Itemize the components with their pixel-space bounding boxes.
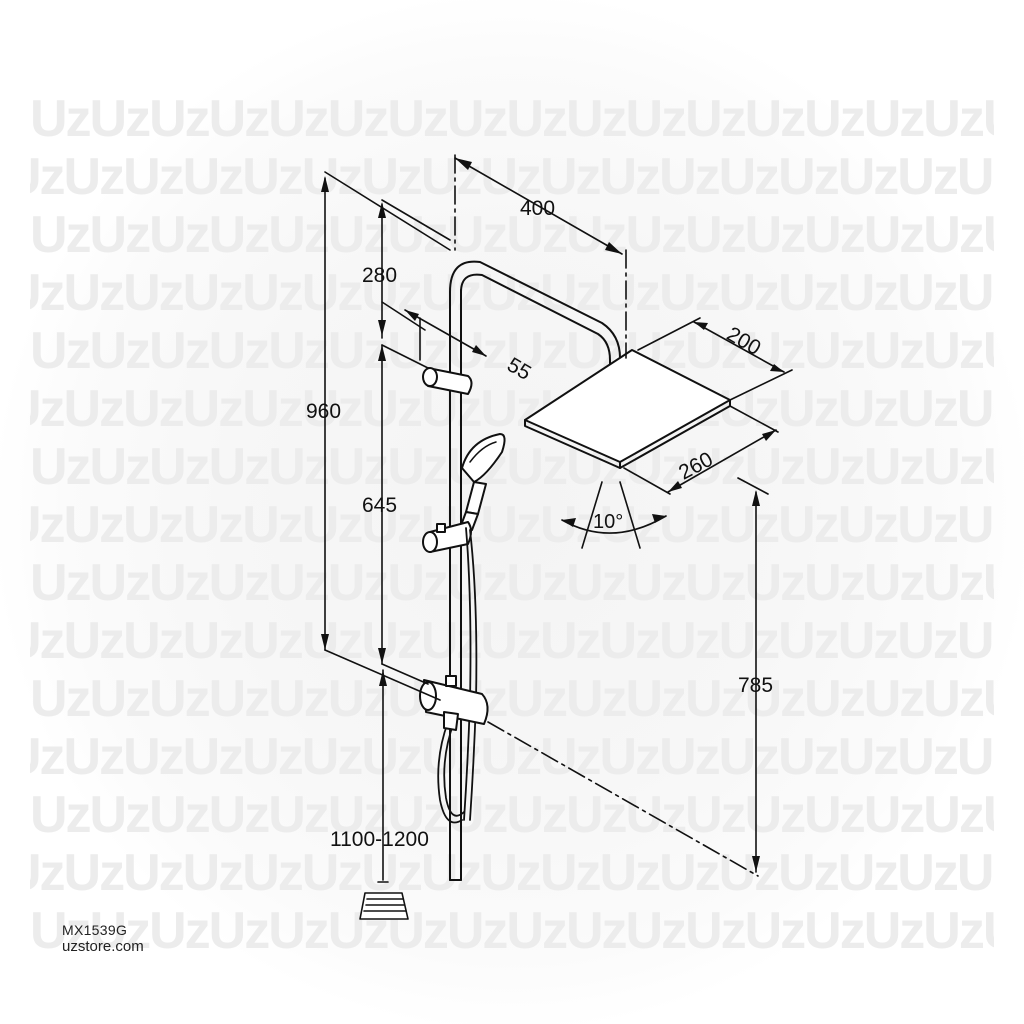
dimension-arm-length xyxy=(454,154,627,359)
label-tilt-angle: 10° xyxy=(593,511,623,533)
dimension-total-height xyxy=(321,171,451,701)
dimension-bracket-offset xyxy=(404,309,487,361)
hand-shower xyxy=(459,433,506,531)
label-upper-rail: 280 xyxy=(362,264,397,287)
overhead-arm xyxy=(449,260,621,379)
dimension-head-clearance xyxy=(487,477,769,877)
dimension-mount-height xyxy=(379,669,387,881)
label-head-width: 260 xyxy=(675,448,717,485)
label-mount-height: 1100-1200 xyxy=(330,828,429,851)
dimension-bracket-spacing xyxy=(378,344,429,685)
floor-symbol xyxy=(359,881,409,920)
dimension-head-width xyxy=(623,405,779,495)
shower-hose xyxy=(437,527,478,824)
dimension-tilt-angle xyxy=(561,481,667,549)
lower-mixer-bracket xyxy=(419,675,489,731)
upper-wall-bracket xyxy=(422,367,473,395)
label-bracket-offset: 55 xyxy=(503,353,535,385)
dimension-upper-rail xyxy=(378,199,451,339)
label-bracket-spacing: 645 xyxy=(362,494,397,517)
hand-shower-slider xyxy=(422,521,472,553)
label-total-height: 960 xyxy=(306,400,341,423)
store-url: uzstore.com xyxy=(62,938,144,955)
label-head-depth: 200 xyxy=(723,323,765,360)
product-code: MX1539G xyxy=(62,922,128,938)
label-head-clearance: 785 xyxy=(738,674,773,697)
dimension-head-depth xyxy=(637,317,793,401)
label-arm-length: 400 xyxy=(520,197,555,220)
